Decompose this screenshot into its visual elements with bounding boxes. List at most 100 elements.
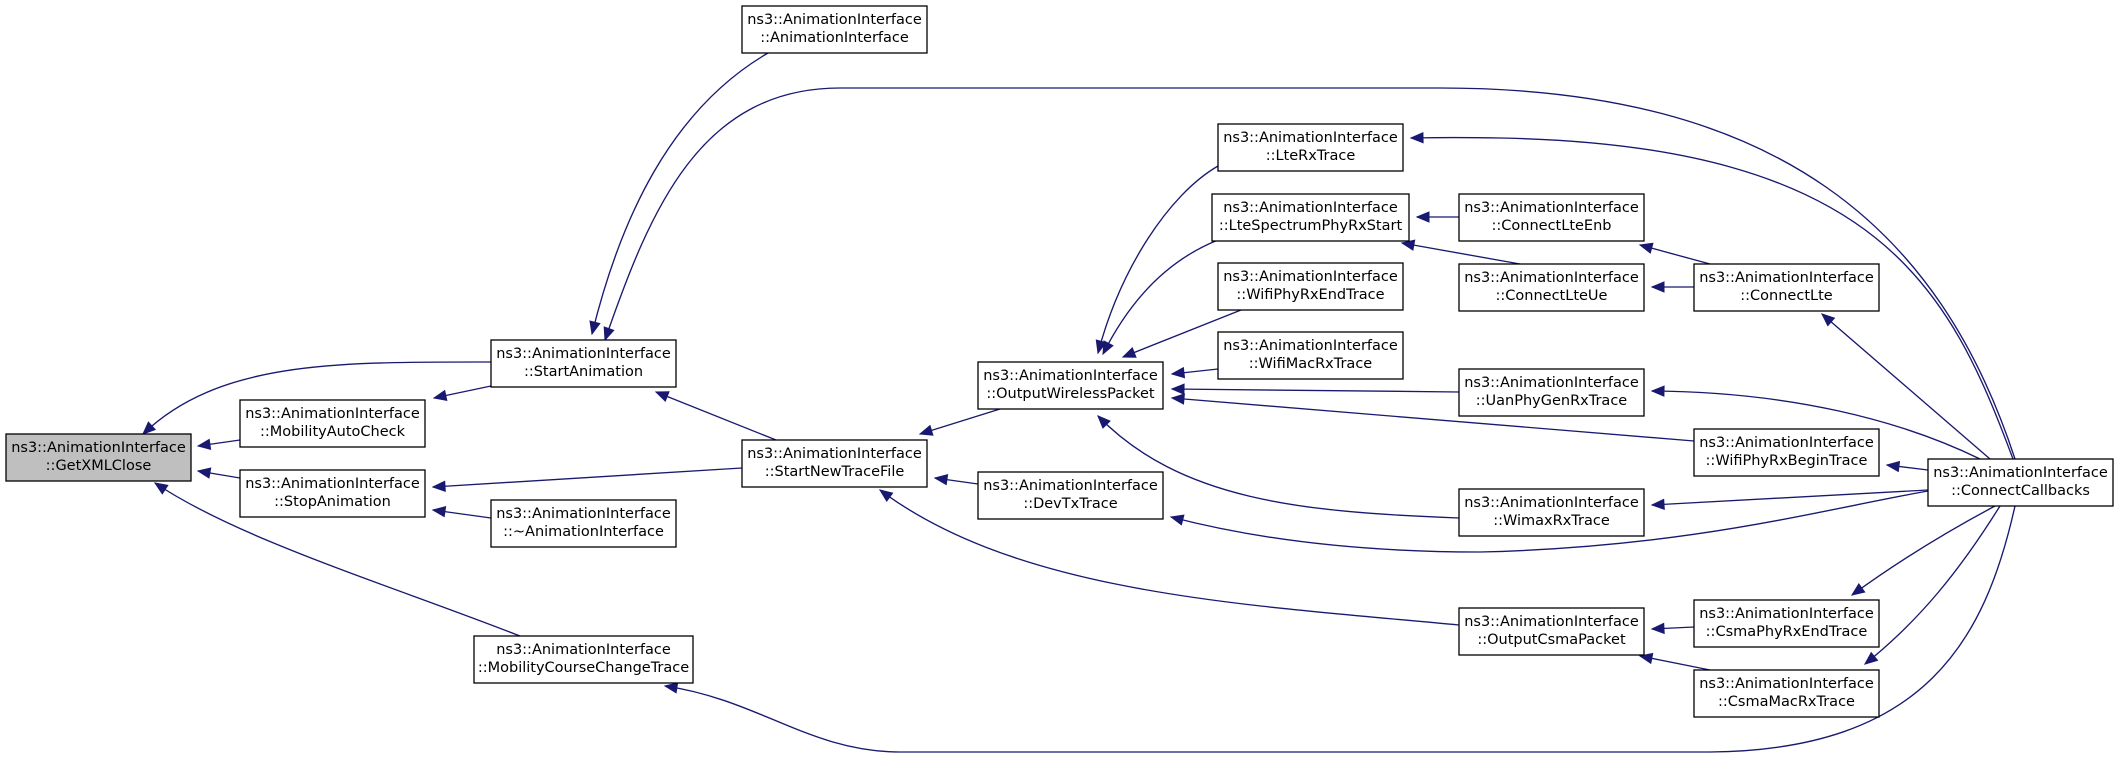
edge-mobilityautocheck-to-getxmlclose xyxy=(196,438,241,450)
node-startanimation[interactable]: ns3::AnimationInterface::StartAnimation xyxy=(490,339,677,388)
node-box xyxy=(239,399,426,448)
edge-line xyxy=(1102,239,1219,355)
node-box xyxy=(977,361,1164,410)
node-wifiphyrxbegintrace[interactable]: ns3::AnimationInterface::WifiPhyRxBeginT… xyxy=(1693,428,1880,477)
node-wifiphyrxendtrace[interactable]: ns3::AnimationInterface::WifiPhyRxEndTra… xyxy=(1217,262,1404,311)
node-label-method: ::CsmaPhyRxEndTrace xyxy=(1706,624,1868,640)
node-label-method: ::LteRxTrace xyxy=(1266,148,1356,164)
node-wimaxrxtrace[interactable]: ns3::AnimationInterface::WimaxRxTrace xyxy=(1458,488,1645,537)
node-box xyxy=(977,471,1164,520)
node-box xyxy=(741,5,928,54)
edge-csmamacrxtrace-to-outputcsmapacket xyxy=(1638,652,1711,671)
node-box xyxy=(490,499,677,548)
node-mobilitycoursechangetrace[interactable]: ns3::AnimationInterface::MobilityCourseC… xyxy=(473,635,694,684)
node-outputcsmapacket[interactable]: ns3::AnimationInterface::OutputCsmaPacke… xyxy=(1458,607,1645,656)
edge-line xyxy=(1170,490,1929,553)
edge-line xyxy=(919,408,1001,435)
node-outputwirelesspacket[interactable]: ns3::AnimationInterface::OutputWirelessP… xyxy=(977,361,1164,410)
node-label-method: ::ConnectLteUe xyxy=(1496,288,1608,304)
arrowhead-icon xyxy=(1400,239,1416,251)
arrowhead-icon xyxy=(431,506,447,518)
node-label-method: ::StartAnimation xyxy=(524,364,643,380)
edge-connectcallbacks-to-mobilitycoursechangetrace xyxy=(663,505,2016,753)
edge-connectcallbacks-to-ltertrace xyxy=(1409,132,2014,460)
node-uanphygenrxtrace[interactable]: ns3::AnimationInterface::UanPhyGenRxTrac… xyxy=(1458,368,1645,417)
edge-line xyxy=(1651,390,1981,460)
node-box xyxy=(741,439,928,488)
edge-line xyxy=(655,391,777,441)
node-label-method: ::WifiPhyRxBeginTrace xyxy=(1706,453,1868,469)
node-box xyxy=(1458,193,1645,242)
edge-line xyxy=(879,489,1460,626)
node-connectlteenb[interactable]: ns3::AnimationInterface::ConnectLteEnb xyxy=(1458,193,1645,242)
node-startnewtracefile[interactable]: ns3::AnimationInterface::StartNewTraceFi… xyxy=(741,439,928,488)
arrowhead-icon xyxy=(1097,415,1111,429)
arrowhead-icon xyxy=(603,326,615,342)
node-box xyxy=(490,339,677,388)
arrowhead-icon xyxy=(933,474,949,486)
node-label-namespace: ns3::AnimationInterface xyxy=(11,440,186,456)
arrowhead-icon xyxy=(1121,347,1137,358)
node-label-method: ::WifiPhyRxEndTrace xyxy=(1236,287,1384,303)
node-box xyxy=(1693,669,1880,718)
node-dtor[interactable]: ns3::AnimationInterface::~AnimationInter… xyxy=(490,499,677,548)
arrowhead-icon xyxy=(196,467,212,479)
edge-connectcallbacks-to-csmamacrxtrace xyxy=(1863,505,2001,665)
node-box xyxy=(473,635,694,684)
edge-outputcsmapacket-to-startnewtracefile xyxy=(878,489,1460,626)
node-box xyxy=(1693,263,1880,312)
edge-connectlteue-to-ltespectrumphyrxstart xyxy=(1400,239,1521,265)
edge-line xyxy=(1821,313,1991,460)
arrowhead-icon xyxy=(1170,366,1186,379)
node-ltertrace[interactable]: ns3::AnimationInterface::LteRxTrace xyxy=(1217,123,1404,172)
arrowhead-icon xyxy=(1102,340,1114,356)
node-label-method: ::DevTxTrace xyxy=(1023,496,1117,512)
edge-devtxtrace-to-startnewtracefile xyxy=(933,474,979,486)
node-label-method: ::WifiMacRxTrace xyxy=(1249,356,1373,372)
node-mobilityautocheck[interactable]: ns3::AnimationInterface::MobilityAutoChe… xyxy=(239,399,426,448)
node-csmamacrxtrace[interactable]: ns3::AnimationInterface::CsmaMacRxTrace xyxy=(1693,669,1880,718)
node-connectlte[interactable]: ns3::AnimationInterface::ConnectLte xyxy=(1693,263,1880,312)
node-label-namespace: ns3::AnimationInterface xyxy=(1933,465,2108,481)
edge-outputwirelesspacket-to-startnewtracefile xyxy=(918,408,1001,436)
node-stopanimation[interactable]: ns3::AnimationInterface::StopAnimation xyxy=(239,469,426,518)
node-label-namespace: ns3::AnimationInterface xyxy=(1699,435,1874,451)
edge-line xyxy=(1171,397,1695,442)
node-label-namespace: ns3::AnimationInterface xyxy=(1223,200,1398,216)
edge-mobilitycoursechangetrace-to-getxmlclose xyxy=(153,482,521,637)
node-devtxtrace[interactable]: ns3::AnimationInterface::DevTxTrace xyxy=(977,471,1164,520)
edge-line xyxy=(1097,165,1219,354)
node-box xyxy=(1927,458,2114,507)
arrowhead-icon xyxy=(1638,242,1654,254)
node-label-namespace: ns3::AnimationInterface xyxy=(1699,606,1874,622)
edge-connectlte-to-connectlteue xyxy=(1650,281,1694,293)
edge-wifimacrxtrace-to-outputwirelesspacket xyxy=(1170,366,1219,379)
edges-layer xyxy=(142,52,2016,753)
node-connectlteue[interactable]: ns3::AnimationInterface::ConnectLteUe xyxy=(1458,263,1645,312)
arrowhead-icon xyxy=(1650,498,1665,511)
arrowhead-icon xyxy=(878,489,894,502)
node-getxmlclose[interactable]: ns3::AnimationInterface::GetXMLClose xyxy=(5,433,192,482)
arrowhead-icon xyxy=(1885,460,1901,473)
node-ctor[interactable]: ns3::AnimationInterface::AnimationInterf… xyxy=(741,5,928,54)
node-label-namespace: ns3::AnimationInterface xyxy=(1464,200,1639,216)
arrowhead-icon xyxy=(654,391,670,402)
node-label-namespace: ns3::AnimationInterface xyxy=(1699,270,1874,286)
node-label-method: ::~AnimationInterface xyxy=(503,524,664,540)
node-label-namespace: ns3::AnimationInterface xyxy=(245,476,420,492)
node-box xyxy=(1693,599,1880,648)
node-label-namespace: ns3::AnimationInterface xyxy=(1464,270,1639,286)
node-label-namespace: ns3::AnimationInterface xyxy=(496,506,671,522)
node-label-namespace: ns3::AnimationInterface xyxy=(1223,130,1398,146)
edge-ltespectrumphyrxstart-to-outputwirelesspacket xyxy=(1102,239,1219,356)
node-box xyxy=(1458,263,1645,312)
node-connectcallbacks[interactable]: ns3::AnimationInterface::ConnectCallback… xyxy=(1927,458,2114,507)
arrowhead-icon xyxy=(1650,281,1665,293)
node-box xyxy=(1458,488,1645,537)
node-wifimacrxtrace[interactable]: ns3::AnimationInterface::WifiMacRxTrace xyxy=(1217,331,1404,380)
node-ltespectrumphyrxstart[interactable]: ns3::AnimationInterface::LteSpectrumPhyR… xyxy=(1211,193,1410,242)
node-csmaphyrxendtrace[interactable]: ns3::AnimationInterface::CsmaPhyRxEndTra… xyxy=(1693,599,1880,648)
node-label-method: ::MobilityAutoCheck xyxy=(260,424,406,440)
node-label-method: ::LteSpectrumPhyRxStart xyxy=(1219,218,1403,234)
